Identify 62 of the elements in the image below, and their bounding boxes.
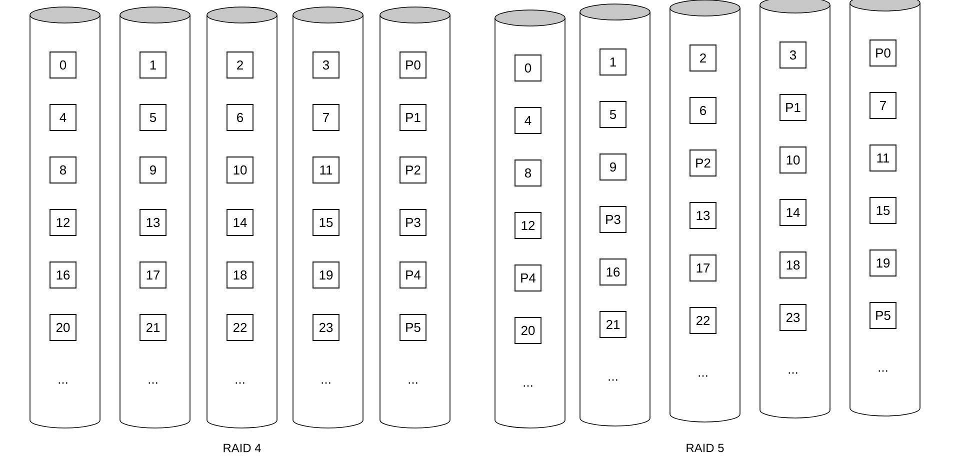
block-box: 21 bbox=[600, 311, 626, 338]
block-box: 10 bbox=[226, 156, 254, 184]
block-box: P0 bbox=[870, 40, 896, 66]
block-box: 13 bbox=[140, 209, 166, 236]
block-box: 1 bbox=[600, 48, 626, 76]
block-box: P1 bbox=[400, 104, 426, 131]
block-box: 21 bbox=[140, 314, 166, 341]
block-box: 15 bbox=[312, 209, 340, 236]
block-box: 2 bbox=[226, 52, 254, 78]
block-box: 18 bbox=[780, 252, 806, 278]
block-box: 8 bbox=[514, 160, 542, 186]
block-box: 17 bbox=[690, 254, 716, 282]
block-box: P4 bbox=[400, 262, 426, 288]
block-box: 5 bbox=[140, 104, 166, 131]
block-box: P2 bbox=[690, 150, 716, 176]
block-box: 16 bbox=[600, 258, 626, 286]
block-box: 4 bbox=[50, 104, 76, 131]
block-box: 18 bbox=[226, 262, 254, 288]
block-box: 8 bbox=[50, 156, 76, 184]
block-box: 23 bbox=[312, 314, 340, 341]
block-box: 22 bbox=[226, 314, 254, 341]
block-box: 7 bbox=[312, 104, 340, 131]
block-box: 3 bbox=[312, 52, 340, 78]
block-box: 14 bbox=[780, 199, 806, 226]
block-box: 9 bbox=[140, 156, 166, 184]
block-box: P1 bbox=[780, 94, 806, 121]
block-box: P2 bbox=[400, 156, 426, 184]
block-box: 4 bbox=[514, 107, 542, 134]
block-box: 22 bbox=[690, 307, 716, 334]
block-box: 16 bbox=[50, 262, 76, 288]
raid-label: RAID 4 bbox=[224, 444, 261, 452]
block-box: 5 bbox=[600, 101, 626, 128]
block-box: 12 bbox=[514, 212, 542, 239]
block-box: P5 bbox=[870, 302, 896, 329]
block-box: 13 bbox=[690, 202, 716, 229]
block-box: 23 bbox=[780, 304, 806, 331]
block-box: 17 bbox=[140, 262, 166, 288]
block-box: 3 bbox=[780, 42, 806, 68]
block-box: 20 bbox=[514, 317, 542, 344]
block-box: P0 bbox=[400, 52, 426, 78]
block-box: 6 bbox=[226, 104, 254, 131]
block-box: P5 bbox=[400, 314, 426, 341]
raid-label: RAID 5 bbox=[686, 444, 724, 452]
block-box: 0 bbox=[50, 52, 76, 78]
block-box: 15 bbox=[870, 197, 896, 224]
block-box: 11 bbox=[870, 144, 896, 172]
block-box: 10 bbox=[780, 146, 806, 174]
block-box: P3 bbox=[600, 206, 626, 233]
block-box: 9 bbox=[600, 154, 626, 180]
block-box: 19 bbox=[870, 250, 896, 276]
block-box: 20 bbox=[50, 314, 76, 341]
block-box: 7 bbox=[870, 92, 896, 119]
block-box: P4 bbox=[514, 264, 542, 292]
block-box: 2 bbox=[690, 44, 716, 72]
block-box: 14 bbox=[226, 209, 254, 236]
block-box: 0 bbox=[514, 54, 542, 82]
block-box: 19 bbox=[312, 262, 340, 288]
block-box: 11 bbox=[312, 156, 340, 184]
block-box: P3 bbox=[400, 209, 426, 236]
block-box: 6 bbox=[690, 97, 716, 124]
block-box: 1 bbox=[140, 52, 166, 78]
block-box: 12 bbox=[50, 209, 76, 236]
